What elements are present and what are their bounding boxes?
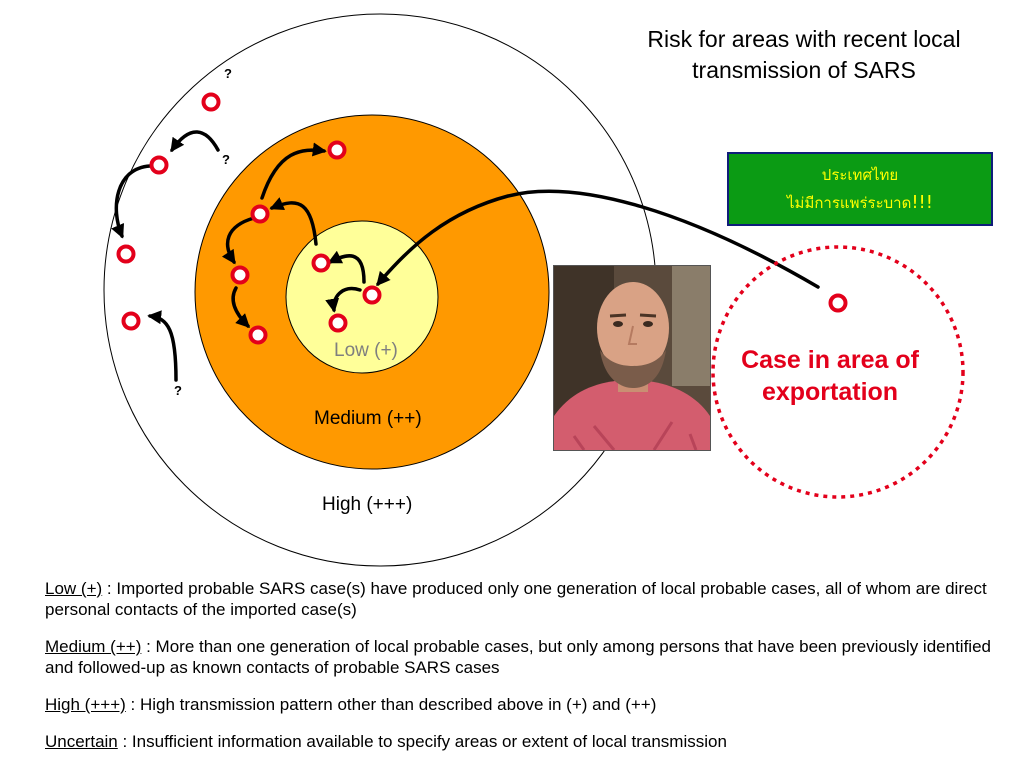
case-marker — [328, 313, 348, 333]
transmission-arrow — [269, 197, 318, 246]
thai-notice-box: ประเทศไทย ไม่มีการแพร่ระบาด!!! — [727, 152, 993, 226]
transmission-arrow — [147, 310, 178, 382]
legend-term: Uncertain — [45, 732, 118, 751]
legend-text: : High transmission pattern other than d… — [125, 695, 657, 714]
exportation-area-circle — [711, 245, 965, 499]
case-marker — [230, 265, 250, 285]
legend-text: : Imported probable SARS case(s) have pr… — [45, 579, 987, 619]
high-ring-label: High (+++) — [322, 494, 412, 515]
case-marker — [327, 140, 347, 160]
exportation-label: Case in area of exportation — [712, 344, 948, 408]
medium-ring-label: Medium (++) — [314, 408, 422, 429]
legend-item-high: High (+++) : High transmission pattern o… — [45, 694, 995, 715]
transmission-arrow — [325, 286, 362, 313]
legend-item-low: Low (+) : Imported probable SARS case(s)… — [45, 578, 995, 620]
case-marker — [362, 285, 382, 305]
case-marker — [201, 92, 221, 112]
transmission-arrow — [260, 142, 327, 200]
question-mark: ? — [224, 66, 232, 81]
question-mark: ? — [174, 383, 182, 398]
case-marker — [149, 155, 169, 175]
transmission-arrow — [327, 250, 366, 284]
legend-text: : More than one generation of local prob… — [45, 637, 991, 677]
thai-notice-line-1: ประเทศไทย — [821, 165, 899, 184]
legend-term: High (+++) — [45, 695, 126, 714]
transmission-arrow — [170, 130, 220, 153]
case-marker — [248, 325, 268, 345]
person-photo — [553, 265, 711, 451]
import-arrow — [376, 189, 820, 289]
legend-item-uncertain: Uncertain : Insufficient information ava… — [45, 731, 995, 752]
title-line-2: transmission of SARS — [692, 57, 916, 83]
exportation-label-line-2: exportation — [761, 378, 899, 406]
legend-text: : Insufficient information available to … — [117, 732, 727, 751]
case-marker — [311, 253, 331, 273]
case-marker — [250, 204, 270, 224]
low-ring-label: Low (+) — [334, 340, 398, 361]
thai-notice-emphasis: !!! — [911, 191, 933, 213]
transmission-arrows — [111, 130, 820, 382]
title-line-1: Risk for areas with recent local — [647, 26, 961, 52]
legend-term: Medium (++) — [45, 637, 142, 656]
question-mark: ? — [222, 152, 230, 167]
case-marker — [116, 244, 136, 264]
case-markers — [116, 92, 848, 345]
thai-notice-line-2: ไม่มีการแพร่ระบาด!!! — [787, 191, 933, 213]
case-marker — [828, 293, 848, 313]
transmission-arrow — [111, 164, 152, 239]
exportation-label-line-1: Case in area of — [741, 346, 919, 374]
diagram-title: Risk for areas with recent local transmi… — [600, 24, 1008, 86]
transmission-arrow — [231, 286, 250, 328]
legend-item-medium: Medium (++) : More than one generation o… — [45, 636, 995, 678]
legend-term: Low (+) — [45, 579, 103, 598]
risk-legend: Low (+) : Imported probable SARS case(s)… — [45, 578, 995, 768]
transmission-arrow — [221, 216, 256, 265]
case-marker — [121, 311, 141, 331]
